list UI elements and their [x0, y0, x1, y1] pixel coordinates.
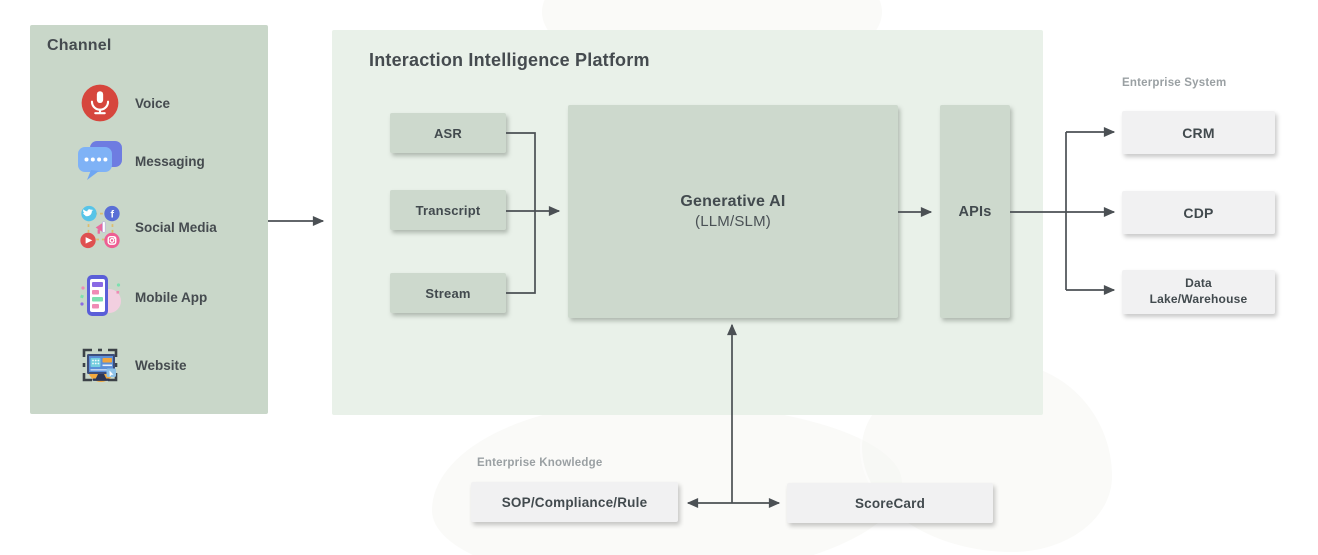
generative-ai-subtitle: (LLM/SLM): [695, 213, 771, 230]
stream-label: Stream: [425, 285, 471, 301]
channel-item-label: Messaging: [135, 153, 205, 169]
scorecard-label: ScoreCard: [854, 495, 926, 511]
sop-compliance-rule-box: SOP/Compliance/Rule: [471, 482, 678, 522]
stream-box: Stream: [390, 273, 506, 313]
background-watermark: [430, 400, 904, 555]
messaging-chat-icon: [76, 137, 124, 185]
transcript-label: Transcript: [415, 202, 481, 218]
apis-label: APIs: [958, 203, 992, 220]
channel-item-label: Voice: [135, 95, 171, 111]
asr-box: ASR: [390, 113, 506, 153]
voice-microphone-icon: [76, 79, 124, 127]
channel-item-voice: Voice: [76, 79, 170, 127]
asr-label: ASR: [433, 125, 463, 141]
channel-item-website: Website: [76, 341, 187, 389]
channel-item-label: Social Media: [135, 219, 217, 235]
data-lake-label-line2: Lake/Warehouse: [1149, 292, 1248, 306]
crm-box: CRM: [1122, 111, 1275, 154]
mobile-app-phone-icon: [76, 273, 124, 321]
enterprise-knowledge-label: Enterprise Knowledge: [477, 457, 603, 469]
data-lake-label-line1: Data: [1185, 276, 1212, 291]
channel-item-label: Website: [135, 357, 187, 373]
channel-item-messaging: Messaging: [76, 137, 205, 185]
channel-panel-title: Channel: [47, 37, 112, 54]
website-monitor-icon: [76, 341, 124, 389]
cdp-label: CDP: [1183, 204, 1214, 221]
channel-item-label: Mobile App: [135, 289, 208, 305]
generative-ai-box: Generative AI (LLM/SLM): [568, 105, 898, 318]
crm-label: CRM: [1182, 124, 1215, 141]
channel-panel: Channel Voice: [30, 25, 268, 414]
svg-text:f: f: [111, 209, 115, 221]
scorecard-box: ScoreCard: [787, 483, 993, 523]
cdp-box: CDP: [1122, 191, 1275, 234]
channel-item-mobile-app: Mobile App: [76, 273, 207, 321]
interaction-intelligence-platform-panel: Interaction Intelligence Platform ASR Tr…: [332, 30, 1043, 415]
sop-label: SOP/Compliance/Rule: [501, 494, 648, 510]
generative-ai-title: Generative AI: [680, 193, 786, 210]
channel-item-social-media: f Social Media: [76, 203, 217, 251]
enterprise-system-label: Enterprise System: [1122, 77, 1227, 89]
social-media-network-icon: f: [76, 203, 124, 251]
platform-title: Interaction Intelligence Platform: [369, 50, 650, 70]
apis-box: APIs: [940, 105, 1010, 318]
transcript-box: Transcript: [390, 190, 506, 230]
data-lake-warehouse-box: Data Lake/Warehouse: [1122, 270, 1275, 314]
